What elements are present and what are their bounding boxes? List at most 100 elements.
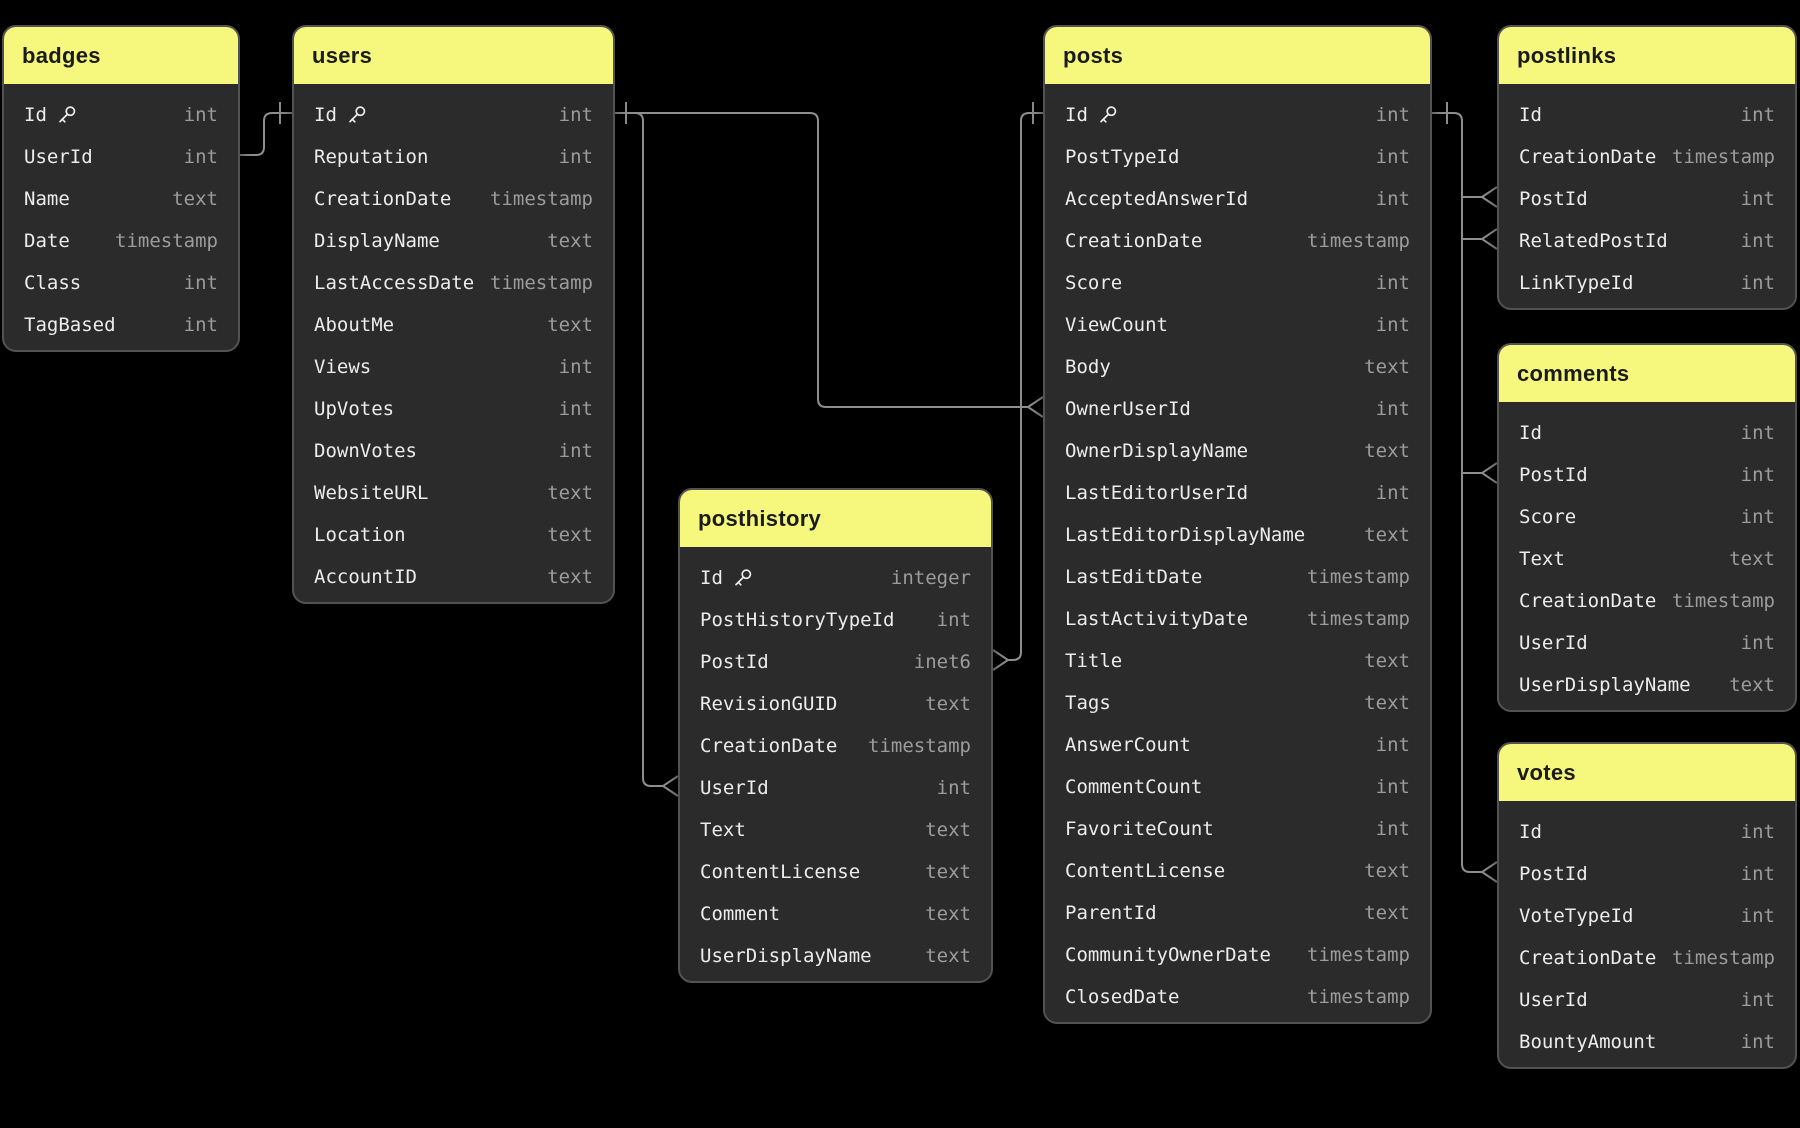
relationship-line[interactable] bbox=[634, 112, 663, 787]
field-type: int bbox=[1740, 821, 1775, 843]
table-header-posthistory[interactable]: posthistory bbox=[680, 490, 991, 547]
many-cardinality-crowfoot bbox=[992, 649, 1010, 671]
relationship-line[interactable] bbox=[240, 112, 292, 156]
table-title: badges bbox=[22, 42, 101, 68]
field-name: Tags bbox=[1065, 692, 1111, 714]
field-type: text bbox=[925, 819, 971, 841]
relationship-line[interactable] bbox=[1008, 112, 1043, 661]
table-header-posts[interactable]: posts bbox=[1045, 27, 1430, 84]
relationship-comments.PostId-posts.Id[interactable] bbox=[1462, 462, 1498, 484]
field-type: inet6 bbox=[913, 651, 971, 673]
relationship-postlinks.PostId-posts.Id[interactable] bbox=[1462, 186, 1498, 208]
relationship-votes.PostId-posts.Id[interactable] bbox=[1432, 102, 1498, 883]
relationship-posthistory.PostId-posts.Id[interactable] bbox=[992, 102, 1043, 671]
relationship-postlinks.RelatedPostId-posts.Id[interactable] bbox=[1462, 228, 1498, 250]
field-type: timestamp bbox=[490, 188, 593, 210]
relationship-posts.OwnerUserId-users.Id[interactable] bbox=[615, 102, 1044, 418]
table-header-users[interactable]: users bbox=[294, 27, 613, 84]
table-header-postlinks[interactable]: postlinks bbox=[1499, 27, 1795, 84]
relationship-posthistory.UserId-users.Id[interactable] bbox=[634, 112, 679, 797]
relationship-line[interactable] bbox=[615, 112, 1028, 408]
field-type: int bbox=[1375, 104, 1410, 126]
table-header-badges[interactable]: badges bbox=[4, 27, 238, 84]
relationship-line[interactable] bbox=[1432, 112, 1482, 873]
table-header-comments[interactable]: comments bbox=[1499, 345, 1795, 402]
table-header-votes[interactable]: votes bbox=[1499, 744, 1795, 801]
field-name: PostId bbox=[1519, 863, 1588, 885]
relationship-badges.UserId-users.Id[interactable] bbox=[240, 102, 292, 156]
field-name: PostId bbox=[1519, 464, 1588, 486]
